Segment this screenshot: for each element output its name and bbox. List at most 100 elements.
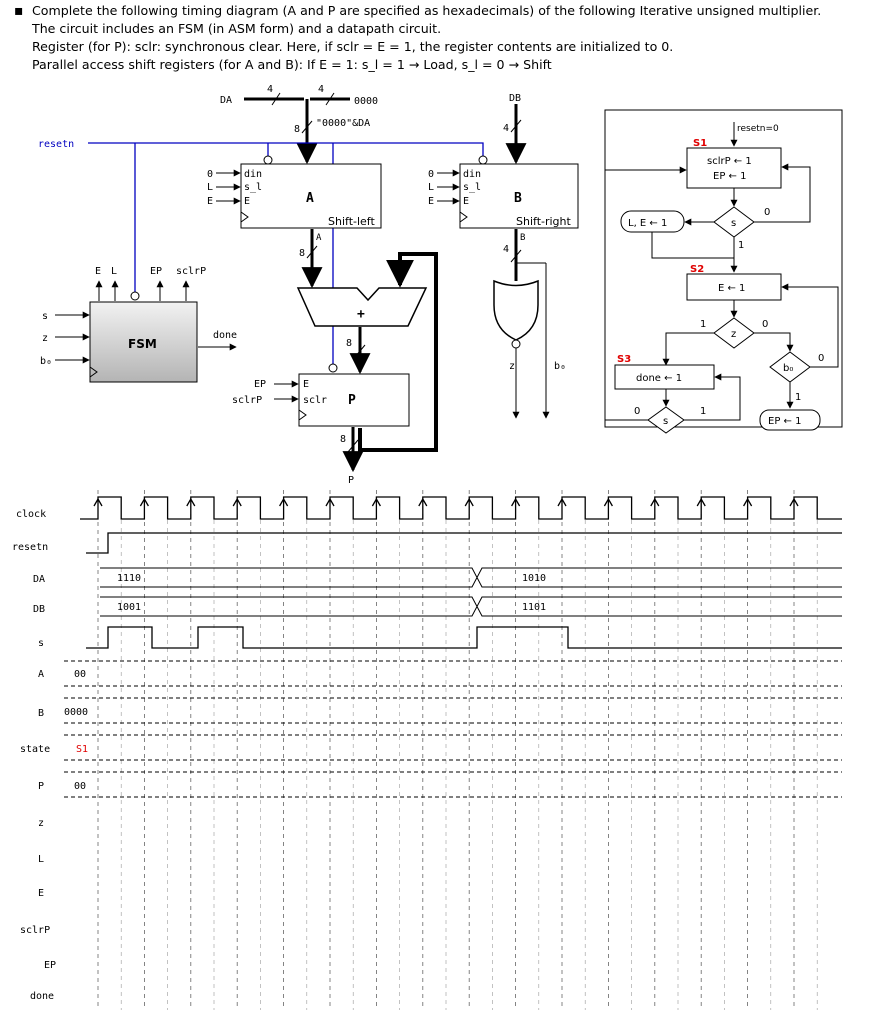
clock-edge-arrow-icon [557, 497, 567, 507]
b-in-zero: 0 [428, 169, 434, 180]
bullet-icon: ▪ [14, 3, 24, 19]
label-a-out: A [316, 233, 322, 243]
asm-s1-zero: 0 [764, 207, 770, 218]
intro-line-3: Register (for P): sclr: synchronous clea… [32, 39, 674, 54]
signal-label-b: B [38, 708, 44, 719]
register-a [240, 163, 382, 229]
clock-edge-arrow-icon [279, 497, 289, 507]
asm-decision-b0-label: b₀ [783, 363, 793, 374]
width-da: 4 [267, 84, 273, 95]
fsm-out-l: L [111, 266, 117, 277]
fsm-in-b0: b₀ [40, 356, 52, 367]
arrow [684, 373, 741, 421]
a-port-din: din [244, 169, 262, 180]
signal-label-done: done [30, 991, 54, 1002]
intro-line-1: Complete the following timing diagram (A… [32, 3, 822, 18]
signal-label-da: DA [33, 574, 45, 585]
bus-slash [271, 92, 281, 106]
asm-s3-zero: 0 [634, 406, 640, 417]
state-initial: S1 [76, 744, 88, 755]
clock-edge-arrow-icon [696, 497, 706, 507]
b-in-l: L [428, 182, 434, 193]
fsm-in-s: s [42, 311, 48, 322]
reset-bubble-a [263, 155, 273, 165]
register-b [459, 163, 579, 229]
width-db: 4 [503, 123, 509, 134]
clock-edge-arrow-icon [371, 497, 381, 507]
clock-edge-arrow-icon [743, 497, 753, 507]
b-shift-right: Shift-right [516, 215, 572, 228]
timing-gridlines [97, 490, 818, 1010]
clock-edge-arrow-icon [93, 497, 103, 507]
asm-s1-label: S1 [693, 138, 707, 149]
fsm-title: FSM [128, 337, 157, 351]
clock-edge-arrow-icon [464, 497, 474, 507]
bus-slash [325, 92, 335, 106]
width-zeros: 4 [318, 84, 324, 95]
signal-label-p: P [38, 781, 44, 792]
answer-rows [64, 660, 842, 798]
fsm-in-z: z [42, 333, 48, 344]
signal-label-db: DB [33, 604, 45, 615]
asm-ep-label: EP ← 1 [768, 416, 801, 427]
fsm-out-done: done [213, 330, 237, 341]
arrow [651, 232, 738, 273]
db-value-2: 1101 [522, 602, 546, 613]
asm-z-zero: 0 [762, 319, 768, 330]
nor-bubble [511, 339, 521, 349]
fsm-block [89, 301, 198, 383]
b-initial: 0000 [64, 707, 88, 718]
waveform-resetn [86, 532, 842, 554]
b-port-sl: s_l [463, 182, 481, 193]
waveform-da [100, 567, 842, 588]
a-in-zero: 0 [207, 169, 213, 180]
arrow [781, 283, 839, 368]
bus-slash [510, 119, 522, 133]
signal-label-a: A [38, 669, 44, 680]
arrow [604, 166, 687, 421]
p-in-sclrp: sclrP [232, 395, 262, 406]
b-port-e: E [463, 196, 469, 207]
asm-s1-action1: sclrP ← 1 [707, 156, 752, 167]
signal-label-l: L [38, 854, 44, 865]
bus-slash [510, 249, 522, 263]
asm-b0-zero: 0 [818, 353, 824, 364]
p-title: P [348, 393, 356, 408]
width-sum: 8 [346, 338, 352, 349]
a-port-e: E [244, 196, 250, 207]
reset-bubble-b [478, 155, 488, 165]
arrow [754, 332, 794, 352]
fsm-out-sclrp: sclrP [176, 266, 206, 277]
a-port-sl: s_l [244, 182, 262, 193]
clock-edge-arrow-icon [603, 497, 613, 507]
clock-triangle-icon [298, 409, 307, 421]
a-title: A [306, 191, 314, 206]
label-concat: "0000"&DA [316, 118, 370, 129]
a-in-e: E [207, 196, 213, 207]
clock-edge-arrow-icon [232, 497, 242, 507]
register-p [298, 373, 410, 427]
asm-ep-box [759, 409, 821, 431]
adder-plus: + [357, 307, 365, 322]
wire-resetn [88, 142, 484, 157]
signal-label-resetn: resetn [12, 542, 48, 553]
reset-bubble-fsm [130, 291, 140, 301]
b-port-din: din [463, 169, 481, 180]
reset-bubble-p [328, 363, 338, 373]
fsm-out-ep: EP [150, 266, 162, 277]
fsm-out-e: E [95, 266, 101, 277]
a-shift-left: Shift-left [328, 215, 375, 228]
label-z: z [509, 361, 515, 372]
datapath-diagram: DA 4 4 0000 8 "0000"&DA DB 4 resetn 0 L … [38, 84, 579, 486]
asm-resetn-cond: resetn=0 [737, 124, 779, 134]
nor-gate [493, 279, 539, 341]
db-value-1: 1001 [117, 602, 141, 613]
label-b-out: B [520, 233, 525, 243]
signal-label-s: s [38, 638, 44, 649]
signal-label-e: E [38, 888, 44, 899]
asm-decision-s3 [647, 406, 685, 434]
bus-slash [306, 245, 318, 259]
clock-edge-arrow-icon [511, 497, 521, 507]
asm-b0-one: 1 [795, 392, 801, 403]
